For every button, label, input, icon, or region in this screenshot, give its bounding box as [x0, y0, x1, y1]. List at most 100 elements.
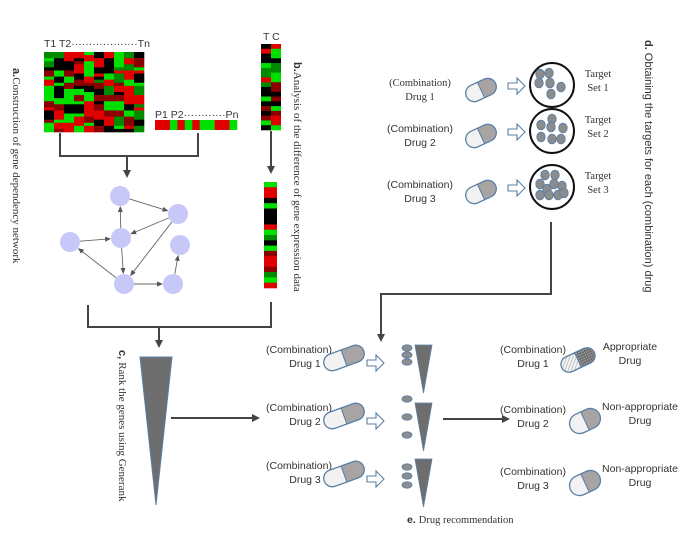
section-c-generank: c,Rank the genes using Generank	[116, 350, 260, 506]
tc-cell	[261, 91, 271, 97]
heatmap-cell	[74, 88, 85, 96]
heatmap-cell	[134, 125, 145, 133]
target-dot	[536, 119, 546, 131]
tc-cell	[261, 58, 271, 64]
phenotype-cell	[222, 120, 230, 130]
heatmap-cell	[124, 70, 135, 80]
tc-cell	[261, 72, 271, 78]
result-drug-line2: Drug 3	[517, 480, 549, 492]
heatmap-cell	[134, 104, 145, 108]
heatmap-cell	[114, 101, 125, 111]
pill-left-half	[323, 466, 347, 487]
network-node	[111, 228, 131, 248]
gene-expression-heatmap	[44, 52, 145, 133]
heatmap-cell	[64, 70, 75, 77]
heatmap-cell	[44, 92, 55, 102]
heatmap-cell	[84, 61, 95, 68]
target-dot	[534, 77, 544, 89]
heatmap-cell	[54, 67, 65, 71]
tc-cell	[261, 53, 271, 59]
heatmap-cell	[94, 70, 105, 74]
heatmap-cell	[64, 104, 75, 114]
heatmap-cell	[54, 92, 65, 96]
heatmap-cell	[74, 116, 85, 127]
ranked-target-dot	[401, 358, 413, 366]
heatmap-cell	[104, 52, 115, 59]
heatmap-cell	[94, 104, 105, 111]
heatmap-cell	[54, 98, 65, 105]
target-dot	[535, 189, 545, 201]
heatmap-cell	[84, 110, 95, 117]
hollow-arrow-icon	[507, 122, 526, 142]
tc-cell	[271, 87, 281, 93]
heatmap-cell	[124, 110, 135, 117]
pill-right-half	[477, 180, 497, 200]
diff-cell	[264, 277, 277, 283]
heatmap-cell	[64, 113, 75, 124]
target-dot	[544, 189, 554, 201]
ranked-target-dot	[401, 351, 413, 359]
heatmap-cell	[84, 104, 95, 111]
pill-outline	[323, 460, 365, 488]
heatmap-cell	[104, 116, 115, 127]
diff-cell	[264, 282, 277, 289]
heatmap-cell	[104, 110, 115, 117]
heatmap-cell	[94, 119, 105, 127]
heatmap-cell	[44, 122, 55, 133]
drug-name-line1: (Combination)	[266, 460, 332, 472]
connector-d-to-e	[377, 222, 552, 342]
heatmap-cell	[134, 79, 145, 84]
heatmap-cell	[84, 55, 95, 59]
heatmap-cell	[74, 101, 85, 105]
heatmap-cell	[114, 70, 125, 74]
target-dot	[535, 68, 545, 80]
target-set-line1: Target	[585, 115, 612, 126]
pill-divider	[580, 411, 590, 431]
heatmap-cell	[124, 128, 135, 133]
network-edge	[129, 198, 169, 212]
pill-left-half	[560, 352, 582, 373]
heatmap-cell	[84, 67, 95, 77]
pill-divider	[580, 473, 590, 493]
heatmap-cell	[114, 67, 125, 71]
heatmap-cell	[94, 95, 105, 102]
diff-cell	[264, 208, 277, 215]
phenotype-header: P1 P2············Pn	[155, 109, 239, 121]
gene-ranking-wedge	[139, 356, 173, 506]
heatmap-cell	[124, 52, 135, 59]
heatmap-cell	[44, 107, 55, 111]
capsule-icon	[465, 77, 497, 103]
pill-right-half	[341, 403, 365, 424]
heatmap-cell	[84, 76, 95, 84]
recommendation-row: (Combination)Drug 3	[266, 458, 433, 508]
heatmap-cell	[114, 58, 125, 68]
heatmap-cell	[74, 73, 85, 77]
heatmap-cell	[74, 95, 85, 102]
heatmap-cell	[64, 61, 75, 71]
phenotype-cell	[229, 120, 238, 130]
tc-cell	[261, 106, 271, 112]
connector-a-bracket	[59, 133, 199, 157]
drug-name-line1: (Combination)	[387, 179, 453, 191]
target-set-line2: Set 2	[587, 129, 608, 140]
network-edge	[77, 248, 117, 279]
diff-cell	[264, 245, 277, 252]
tc-cell	[261, 77, 271, 83]
heatmap-cell	[44, 85, 55, 93]
diff-cell	[264, 250, 277, 257]
tc-cell	[261, 110, 271, 116]
heatmap-cell	[64, 122, 75, 133]
heatmap-cell	[84, 52, 95, 56]
verdict-line1: Appropriate	[603, 341, 657, 353]
ranked-target-dot	[401, 413, 413, 421]
tc-cell	[261, 67, 271, 73]
heatmap-cell	[104, 79, 115, 87]
heatmap-cell	[74, 79, 85, 87]
section-e-label: e.Drug recommendation	[407, 514, 514, 526]
heatmap-cell	[84, 116, 95, 124]
pill-divider	[340, 407, 348, 425]
pill-right-half	[580, 470, 601, 493]
